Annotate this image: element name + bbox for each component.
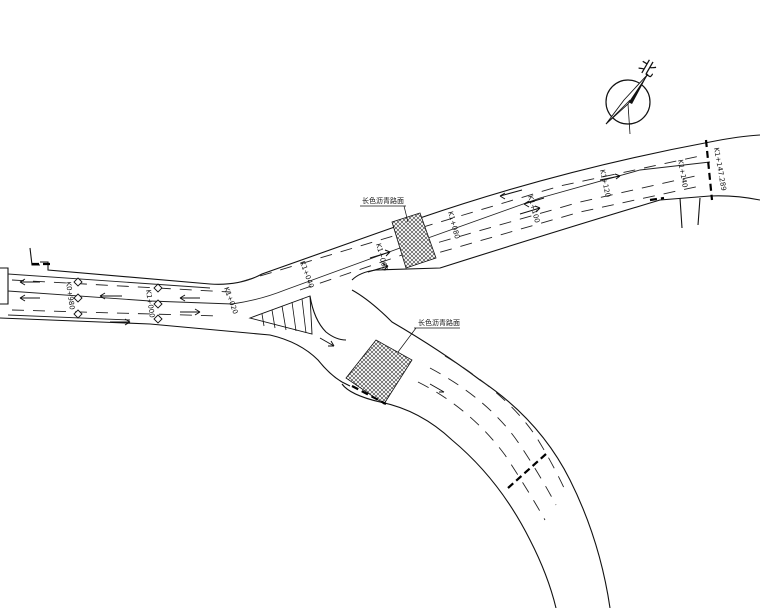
left-solid-line-top [7,273,211,289]
branch-lane-1 [417,381,546,521]
crossing-north [391,212,437,269]
main-lane-east-2 [299,174,701,291]
section-line-south [351,385,387,405]
north-arrow-icon: 北 [605,56,660,135]
road-west-end [0,267,9,305]
main-lane-west-1 [11,279,231,293]
section-line-east-2 [649,196,665,202]
section-line-branch [507,453,547,489]
branch-lane-3 [444,355,566,491]
diamond-markings [73,277,163,324]
station-label: K1+080 [446,210,461,239]
crossing-south [345,339,413,405]
section-line-east [704,139,714,201]
left-solid-line-bottom [7,314,131,321]
island-right-curb [309,295,347,341]
main-road-south-edge-east [351,195,760,281]
main-road-south-edge-west [0,317,351,387]
main-lane-west-2 [11,309,221,317]
station-label: K1+060 [374,242,389,271]
callout-crossing-north: 长色沥青路面 [360,196,409,223]
branch-road-east-edge [351,289,611,608]
callout-crossing-south: 长色沥青路面 [397,318,460,353]
station-label: K1+000 [144,289,156,318]
station-label: K1+120 [598,169,612,198]
main-road-centerline [7,161,711,305]
svg-text:长色沥青路面: 长色沥青路面 [362,196,404,205]
main-lane-east-3 [419,185,701,259]
lane-arrows [19,173,621,393]
main-lane-east-1 [239,155,701,283]
island-stripes [261,298,307,334]
compass-north-label: 北 [635,56,660,82]
station-label: K1+140 [676,159,689,188]
station-label: K1+020 [222,286,239,315]
station-label: K0+980 [64,281,76,310]
branch-road-west-edge [341,383,557,608]
main-road-left-top-stub [29,247,40,266]
channelizing-island [248,295,313,335]
main-road-north-edge [40,134,760,285]
right-stub-lines [679,197,701,229]
station-label: K1+147.289 [712,147,727,192]
station-label: K1+040 [298,260,315,289]
svg-text:长色沥青路面: 长色沥青路面 [418,318,460,327]
